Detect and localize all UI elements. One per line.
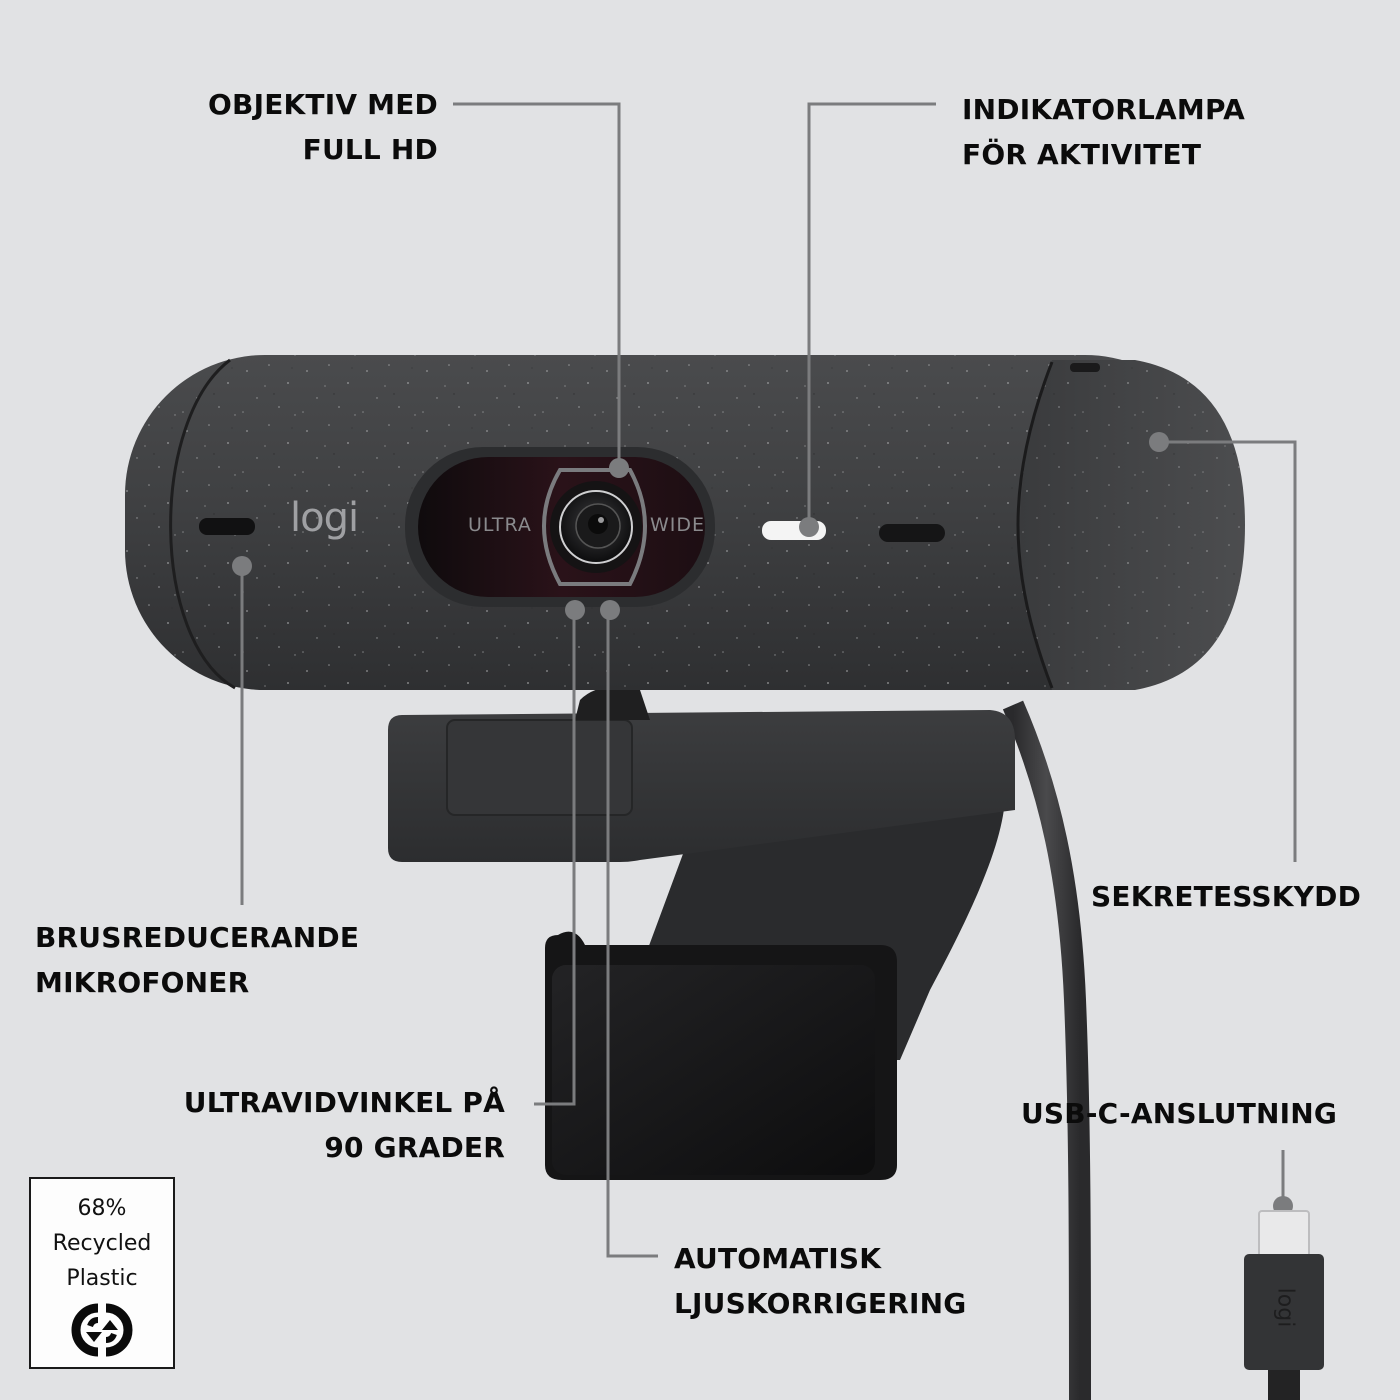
callout-indicator-line2: FÖR AKTIVITET <box>962 138 1202 171</box>
connector-logo: logi <box>1272 1287 1298 1328</box>
recycled-plastic-badge: 68% Recycled Plastic <box>29 1177 175 1369</box>
callout-fov-line2: 90 GRADER <box>324 1131 505 1164</box>
badge-plastic: Plastic <box>66 1266 138 1291</box>
badge-recycled: Recycled <box>52 1231 152 1256</box>
usb-cable <box>1002 700 1091 1400</box>
callout-microphones: BRUSREDUCERANDE MIKROFONER <box>35 915 359 1005</box>
badge-percent: 68% <box>77 1196 127 1221</box>
usb-c-plug <box>1258 1210 1310 1259</box>
callout-usb-line1: USB-C-ANSLUTNING <box>1021 1097 1338 1130</box>
callout-light-line2: LJUSKORRIGERING <box>674 1287 967 1320</box>
usb-c-housing <box>1244 1254 1324 1370</box>
callout-light-line1: AUTOMATISK <box>674 1242 882 1275</box>
left-microphone-slot <box>199 518 255 535</box>
lens-text-ultra: ULTRA <box>468 514 532 536</box>
right-microphone-grille <box>879 524 945 542</box>
lens-text-wide: WIDE <box>650 514 706 536</box>
callout-privacy: SEKRETESSKYDD <box>1091 874 1361 919</box>
callout-field-of-view: ULTRAVIDVINKEL PÅ 90 GRADER <box>184 1080 505 1170</box>
recycle-icon <box>71 1303 133 1357</box>
callout-microphones-line1: BRUSREDUCERANDE <box>35 921 360 954</box>
callout-microphones-line2: MIKROFONER <box>35 966 250 999</box>
callout-lens: OBJEKTIV MED FULL HD <box>208 82 438 172</box>
callout-fov-line1: ULTRAVIDVINKEL PÅ <box>183 1086 505 1119</box>
callout-indicator: INDIKATORLAMPA FÖR AKTIVITET <box>962 87 1245 177</box>
callout-lens-line2: FULL HD <box>302 133 438 166</box>
callout-lens-line1: OBJEKTIV MED <box>208 88 438 121</box>
callout-lines <box>240 102 1297 1258</box>
callout-usb: USB-C-ANSLUTNING <box>1021 1091 1337 1136</box>
callout-privacy-line1: SEKRETESSKYDD <box>1091 880 1362 913</box>
callout-indicator-line1: INDIKATORLAMPA <box>962 93 1245 126</box>
callout-light-correction: AUTOMATISK LJUSKORRIGERING <box>674 1236 966 1326</box>
brand-logo: logi <box>290 495 359 541</box>
